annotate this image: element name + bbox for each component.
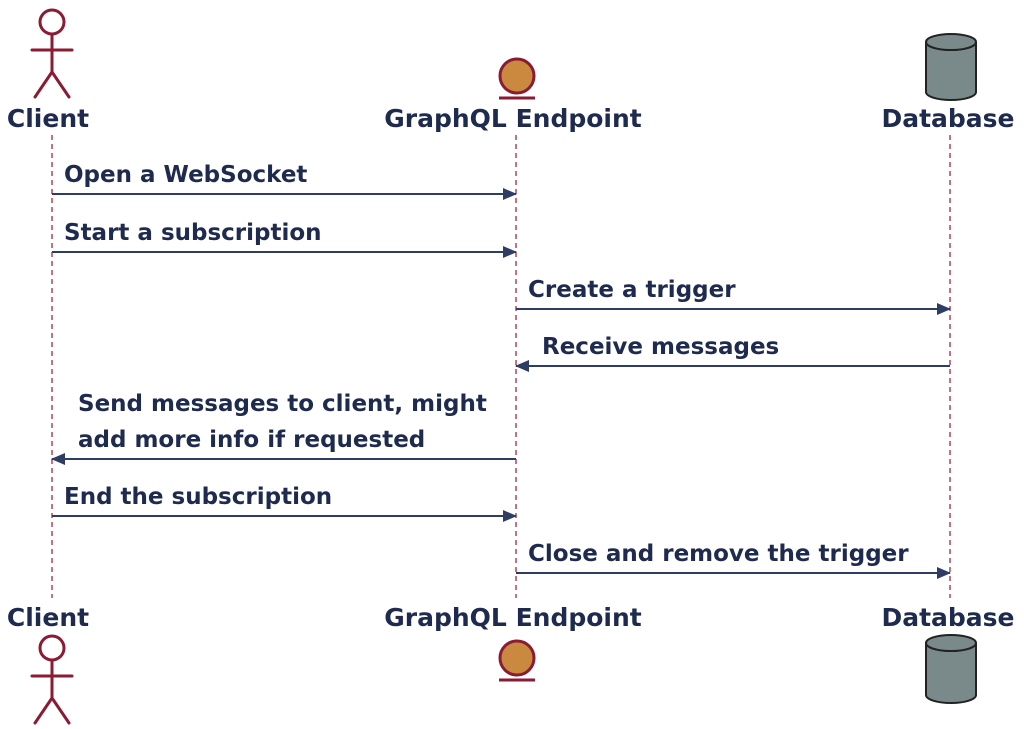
message-label: Send messages to client, might	[78, 391, 487, 417]
message-label: Open a WebSocket	[64, 162, 307, 188]
database-icon	[925, 33, 977, 101]
message-3: Create a trigger	[516, 277, 951, 315]
message-2: Start a subscription	[52, 220, 517, 258]
boundary-icon	[498, 57, 536, 100]
endpoint-head-top: GraphQL Endpoint	[384, 57, 642, 133]
message-5: Send messages to client, might add more i…	[51, 391, 516, 465]
client-label-bottom: Client	[7, 603, 89, 632]
endpoint-label-bottom: GraphQL Endpoint	[384, 603, 642, 632]
client-head-top: Client	[7, 8, 89, 133]
database-head-bottom: Database	[881, 603, 1015, 704]
database-label-bottom: Database	[881, 603, 1014, 632]
message-label: End the subscription	[64, 484, 332, 510]
message-4: Receive messages	[515, 334, 950, 372]
endpoint-label-top: GraphQL Endpoint	[384, 104, 642, 133]
database-label-top: Database	[881, 104, 1014, 133]
database-icon	[925, 634, 977, 704]
endpoint-head-bottom: GraphQL Endpoint	[384, 603, 642, 682]
client-label-top: Client	[7, 104, 89, 133]
message-label: Close and remove the trigger	[528, 541, 909, 567]
message-7: Close and remove the trigger	[516, 541, 951, 579]
message-label: Start a subscription	[64, 220, 322, 246]
message-label: Create a trigger	[528, 277, 736, 303]
client-head-bottom: Client	[7, 603, 89, 725]
message-6: End the subscription	[52, 484, 517, 522]
boundary-icon	[498, 639, 536, 682]
message-1: Open a WebSocket	[52, 162, 517, 200]
actor-icon	[30, 634, 74, 725]
actor-icon	[30, 8, 74, 99]
database-head-top: Database	[881, 33, 1015, 133]
message-label: add more info if requested	[78, 427, 425, 453]
message-label: Receive messages	[542, 334, 779, 360]
